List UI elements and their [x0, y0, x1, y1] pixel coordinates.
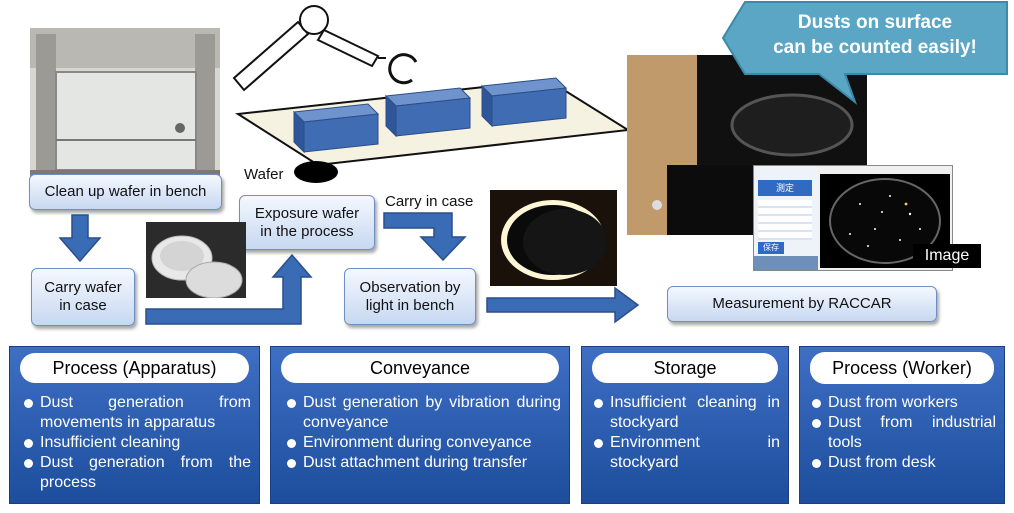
panel-title: Conveyance: [281, 353, 559, 383]
step-clean-bench: Clean up wafer in bench: [29, 174, 222, 210]
carry-in-case-label: Carry in case: [385, 193, 474, 210]
arrow-to-measurement: [486, 286, 640, 324]
panel-title: Process (Apparatus): [20, 353, 249, 383]
panel-item: Environment in stockyard: [588, 433, 780, 473]
step-observation: Observation by light in bench: [344, 268, 476, 325]
panel-title: Storage: [592, 353, 778, 383]
panel-item: Dust from workers: [806, 393, 996, 413]
arrow-up-exposure: [145, 253, 313, 325]
step-exposure: Exposure wafer in the process: [239, 195, 375, 250]
robot-arm-icon: [232, 5, 418, 92]
panel-item: Dust generation from the process: [18, 453, 251, 493]
callout-bubble: [721, 1, 1008, 105]
wafer-box-2: [384, 87, 472, 138]
step-carry-wafer: Carry wafer in case: [31, 268, 135, 326]
process-scene: [232, 5, 631, 183]
arrow-carry-in-case: [383, 212, 467, 262]
panel-storage: Storage Insufficient cleaning in stockya…: [581, 346, 789, 504]
panel-item: Insufficient cleaning in stockyard: [588, 393, 780, 433]
panel-process-worker: Process (Worker) Dust from workers Dust …: [799, 346, 1005, 504]
panel-conveyance: Conveyance Dust generation by vibration …: [270, 346, 570, 504]
wafer-label: Wafer: [244, 166, 284, 183]
panel-item: Insufficient cleaning: [18, 433, 251, 453]
wafer-cases-photo: [146, 222, 246, 298]
wafer-observation-photo: [490, 190, 617, 286]
panel-process-apparatus: Process (Apparatus) Dust generation from…: [9, 346, 260, 504]
wafer-box-1: [292, 103, 380, 154]
panel-item: Dust attachment during transfer: [281, 453, 561, 473]
step-measurement: Measurement by RACCAR: [667, 286, 937, 322]
panel-item: Dust from desk: [806, 453, 996, 473]
panel-item: Environment during conveyance: [281, 433, 561, 453]
callout-text-line2: can be counted easily!: [773, 37, 977, 58]
wafer-box-3: [480, 77, 568, 128]
panel-item: Dust generation by vibration during conv…: [281, 393, 561, 433]
arrow-down-1: [58, 214, 102, 263]
panel-item: Dust from industrial tools: [806, 413, 996, 453]
panel-item: Dust generation from movements in appara…: [18, 393, 251, 433]
app-save-button[interactable]: 保存: [758, 242, 784, 254]
app-measure-button[interactable]: 測定: [758, 180, 812, 196]
panel-title: Process (Worker): [810, 352, 994, 384]
image-label: Image: [913, 244, 981, 268]
callout-text-line1: Dusts on surface: [797, 12, 953, 33]
clean-bench-photo: [30, 28, 220, 200]
